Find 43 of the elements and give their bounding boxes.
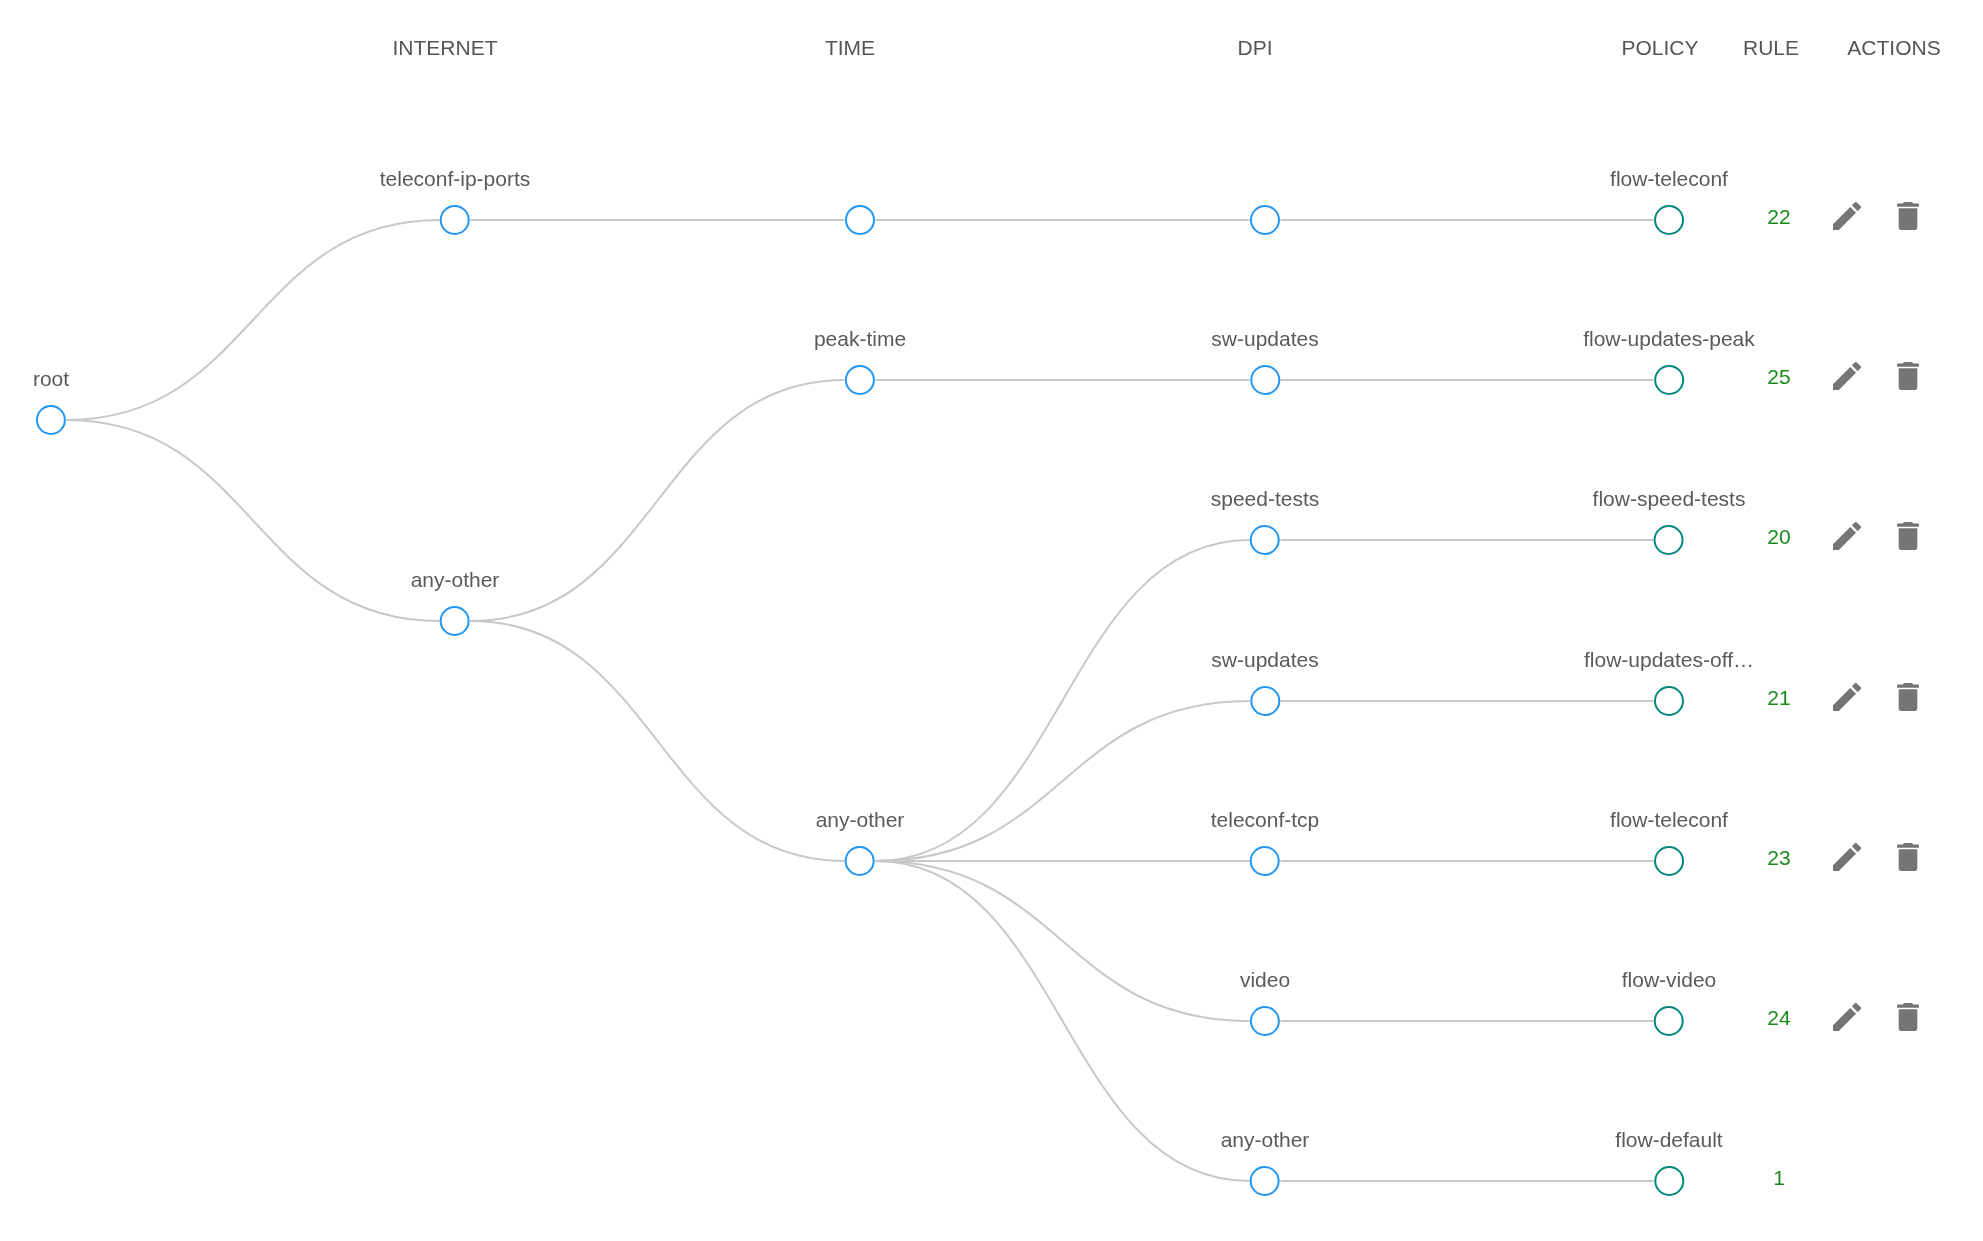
column-header: DPI [1237, 36, 1273, 60]
node-label: flow-teleconf [1610, 807, 1728, 832]
node-label: flow-updates-peak [1583, 326, 1755, 351]
rule-number: 1 [1773, 1166, 1785, 1190]
node-label: flow-teleconf [1610, 166, 1728, 191]
column-header: INTERNET [392, 36, 498, 60]
node-label: speed-tests [1210, 486, 1320, 511]
rule-number: 20 [1767, 525, 1791, 549]
tree-branch [469, 219, 846, 221]
tree-branch [874, 379, 1251, 381]
rule-number: 21 [1767, 686, 1791, 710]
node-label: root [32, 366, 70, 391]
node-label: flow-speed-tests [1592, 486, 1746, 511]
tree-branch [1279, 860, 1655, 862]
tree-branch [1279, 1180, 1655, 1182]
tree-branch [1279, 539, 1655, 541]
column-header: RULE [1743, 36, 1799, 60]
node-label: sw-updates [1211, 647, 1319, 672]
tree-node [1250, 204, 1280, 235]
node-label: video [1239, 967, 1291, 992]
node-label: flow-updates-off… [1584, 647, 1754, 672]
tree-branch [1279, 379, 1655, 381]
rule-number: 22 [1767, 205, 1791, 229]
tree-branch [1279, 219, 1655, 221]
node-label: teleconf-ip-ports [379, 166, 531, 191]
column-header: ACTIONS [1847, 36, 1941, 60]
rule-number: 23 [1767, 846, 1791, 870]
tree-branch [874, 219, 1251, 221]
node-label: flow-video [1621, 967, 1717, 992]
column-header: TIME [824, 36, 876, 60]
tree-branch [1279, 700, 1655, 702]
node-label: peak-time [813, 326, 907, 351]
node-label: any-other [1220, 1127, 1310, 1152]
node-label: any-other [815, 807, 905, 832]
tree-branch [1279, 1020, 1655, 1022]
column-header: POLICY [1621, 36, 1699, 60]
node-label: teleconf-tcp [1210, 807, 1320, 832]
rule-number: 25 [1767, 365, 1791, 389]
node-label: any-other [410, 567, 500, 592]
tree-node [845, 204, 875, 235]
rule-number: 24 [1767, 1006, 1791, 1030]
node-label: flow-default [1615, 1127, 1723, 1152]
node-label: sw-updates [1211, 326, 1319, 351]
